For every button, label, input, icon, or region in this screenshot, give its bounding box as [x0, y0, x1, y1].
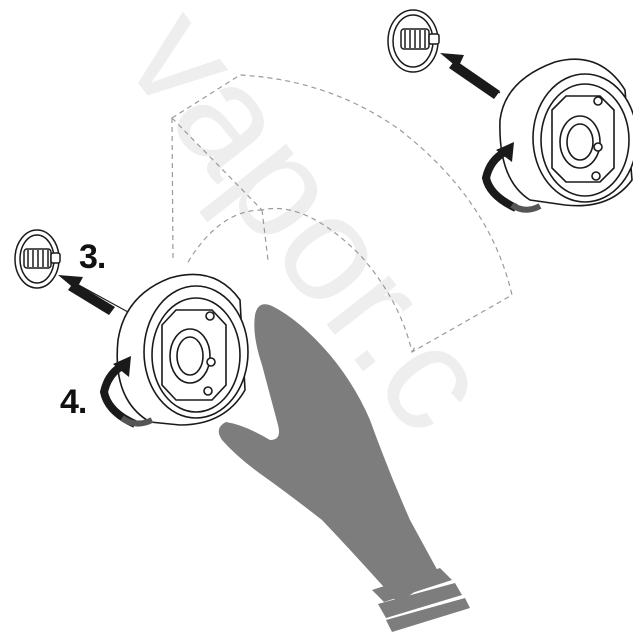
push-arrow-icon	[58, 275, 129, 315]
valve-stem-icon	[387, 9, 440, 73]
valve-stem-icon	[14, 229, 61, 289]
push-arrow-icon	[440, 53, 501, 99]
dashed-wall-outline	[171, 74, 513, 353]
top-knob-assembly	[387, 9, 633, 213]
rotation-arrow-icon	[99, 356, 154, 428]
front-knob-assembly	[14, 229, 249, 428]
knob-icon	[116, 273, 249, 426]
knob-icon	[499, 58, 633, 207]
step-4-label: 4.	[60, 383, 87, 421]
step-3-label: 3.	[79, 238, 106, 276]
hand-icon	[218, 304, 470, 632]
rotation-arrow-icon	[481, 142, 542, 213]
